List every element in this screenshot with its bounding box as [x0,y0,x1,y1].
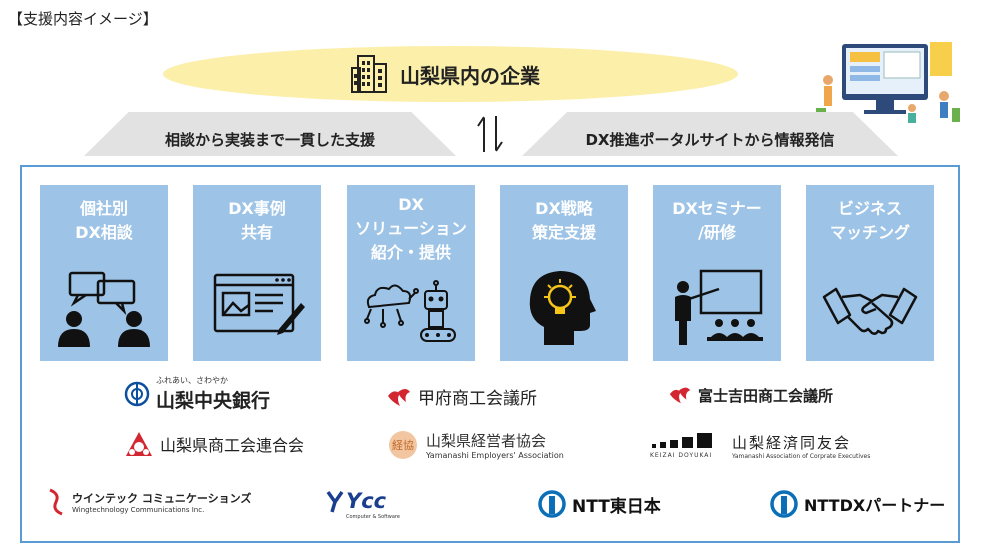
logo-name: 富士吉田商工会議所 [698,386,834,405]
doyukai-blocks-icon [652,433,712,448]
logo-yamanashi-chuo-bank: ふれあい、さわやか 山梨中央銀行 [124,375,270,413]
bank-emblem-icon [124,381,150,407]
ntt-logo-icon [538,490,566,518]
support-bar-left-label: 相談から実装まで一貫した支援 [164,130,375,149]
card-consultation: 個社別 DX相談 [40,185,168,361]
support-bar-right: DX推進ポータルサイトから情報発信 [522,112,898,156]
card-seminar: DXセミナー /研修 [653,185,781,361]
logo-doyukai-mark: KEIZAI DOYUKAI [650,432,720,459]
company-label: 山梨県内の企業 [400,63,540,88]
cloud-robot-icon [364,280,456,342]
logo-name: 甲府商工会議所 [418,389,537,409]
web-browser-edit-icon [213,273,305,335]
logo-name: Ycc [346,489,387,513]
card-label: DXセミナー /研修 [672,199,762,242]
office-illustration-icon [816,42,960,123]
card-label: ビジネス マッチング [829,199,910,242]
company-ellipse [163,46,738,102]
page-title: 【支援内容イメージ】 [8,10,158,28]
logo-name: 山梨県経営者協会 [426,432,547,450]
logo-sub: Yamanashi Employers' Association [426,451,564,460]
logo-kofu-cci: 甲府商工会議所 [386,384,537,409]
logo-mark-text: 経協 [392,439,414,452]
bidirectional-arrow-icon [477,116,503,152]
logo-sub: Wingtechnology Communications Inc. [72,506,205,514]
logo-sub: Computer & Software [346,514,400,520]
logo-sub: Yamanashi Association of Corprate Execut… [732,453,871,460]
employers-association-mark-icon: 経協 [389,431,417,459]
logo-name: ウインテック コミュニケーションズ [72,492,252,505]
logo-employers-association: 経協 山梨県経営者協会 Yamanashi Employers' Associa… [386,430,564,460]
handshake-icon [822,287,918,335]
wingtech-mark-icon [49,488,63,516]
support-frame [20,165,960,543]
consultation-chat-icon [58,271,150,347]
building-icon [351,55,387,93]
logo-ntt-east: NTT東日本 [538,490,661,518]
support-bar-left: 相談から実装まで一貫した支援 [84,112,456,156]
card-label: 個社別 DX相談 [75,199,133,242]
federation-mark-icon [126,432,152,456]
logo-name: 山梨中央銀行 [156,390,271,412]
logo-mark-text: KEIZAI DOYUKAI [650,452,713,459]
card-solution: DX ソリューション 紹介・提供 [347,185,475,361]
seminar-presentation-icon [675,269,763,345]
logo-name: 山梨経済同友会 [732,434,852,452]
logo-ntt-dx-partner: NTTDXパートナー [770,490,945,518]
card-strategy: DX戦略 策定支援 [500,185,628,361]
support-bar-right-label: DX推進ポータルサイトから情報発信 [585,130,835,149]
card-matching: ビジネス マッチング [806,185,934,361]
logo-wingtechnology: ウインテック コミュニケーションズ Wingtechnology Communi… [46,488,251,516]
card-label: DX ソリューション 紹介・提供 [355,195,467,262]
logo-fujiyoshida-cci: 富士吉田商工会議所 [668,384,833,406]
company-header: 山梨県内の企業 [350,52,540,96]
ycc-mark-icon [326,490,344,513]
card-case-sharing: DX事例 共有 [193,185,321,361]
logo-sub: ふれあい、さわやか [156,376,228,385]
logo-name: NTTDXパートナー [804,496,946,515]
ntt-logo-icon [770,490,798,518]
logo-shokokai-rengokai: 山梨県商工会連合会 [124,430,304,458]
cci-mark-icon [388,388,410,406]
logo-ycc: Ycc Computer & Software [326,488,400,520]
head-lightbulb-icon [529,271,596,345]
card-label: DX事例 共有 [228,199,286,242]
logo-name: NTT東日本 [572,496,661,517]
logo-name: 山梨県商工会連合会 [160,436,305,455]
card-label: DX戦略 策定支援 [531,199,596,242]
logo-doyukai: 山梨経済同友会 Yamanashi Association of Corprat… [732,432,870,460]
cci-mark-icon [669,387,691,404]
